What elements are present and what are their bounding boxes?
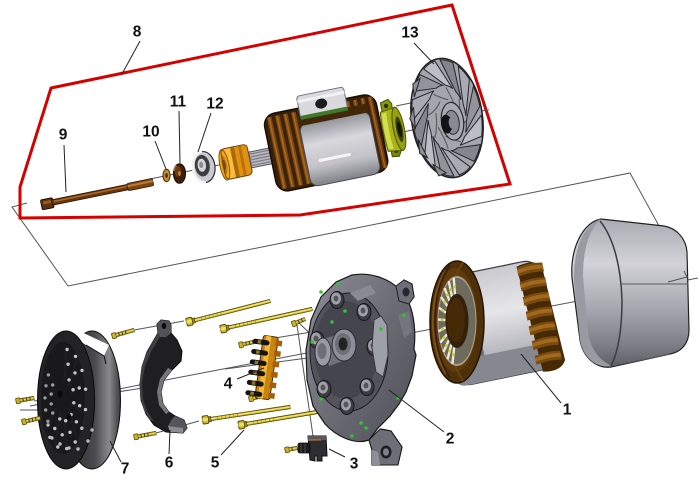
svg-text:7: 7 — [121, 461, 130, 478]
svg-text:12: 12 — [206, 96, 223, 113]
svg-text:6: 6 — [165, 455, 174, 472]
svg-text:2: 2 — [446, 431, 455, 448]
svg-text:10: 10 — [142, 124, 159, 141]
svg-text:1: 1 — [563, 402, 572, 419]
svg-text:11: 11 — [170, 94, 187, 111]
svg-text:9: 9 — [59, 127, 68, 144]
svg-text:3: 3 — [350, 456, 359, 473]
svg-text:4: 4 — [224, 376, 233, 393]
svg-text:13: 13 — [401, 25, 419, 42]
svg-text:5: 5 — [211, 455, 220, 472]
svg-text:8: 8 — [133, 24, 142, 41]
